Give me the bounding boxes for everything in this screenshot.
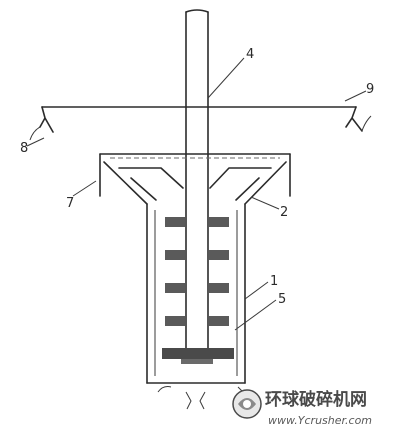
part-label-5: 5 [278, 292, 286, 307]
part-label-9: 9 [366, 82, 374, 97]
rotor-plate [165, 316, 229, 326]
part-label-8: 8 [20, 141, 28, 156]
watermark-text-cn: 环球破碎机网 [265, 389, 367, 410]
watermark-logo-icon [232, 389, 262, 419]
rotor-plate-base [162, 348, 234, 364]
discharge-outlet [157, 386, 206, 410]
part-label-2: 2 [280, 205, 288, 220]
watermark: 环球破碎机网 www.Ycrusher.com [232, 389, 372, 427]
part-label-1: 1 [270, 274, 278, 289]
part-labels: 4 9 8 7 2 1 5 [20, 47, 374, 307]
crushing-chamber [146, 203, 246, 384]
rotor-plate [165, 283, 229, 293]
part-label-4: 4 [246, 47, 254, 62]
rotor-plates [162, 217, 234, 364]
part-label-7: 7 [66, 196, 74, 211]
leader-lines [26, 57, 367, 403]
feed-hopper [99, 153, 291, 205]
watermark-url: www.Ycrusher.com [268, 414, 372, 427]
rotor-plate [165, 250, 229, 260]
rotor-plate [165, 217, 229, 227]
main-shaft [185, 9, 209, 363]
top-beam [29, 106, 372, 141]
